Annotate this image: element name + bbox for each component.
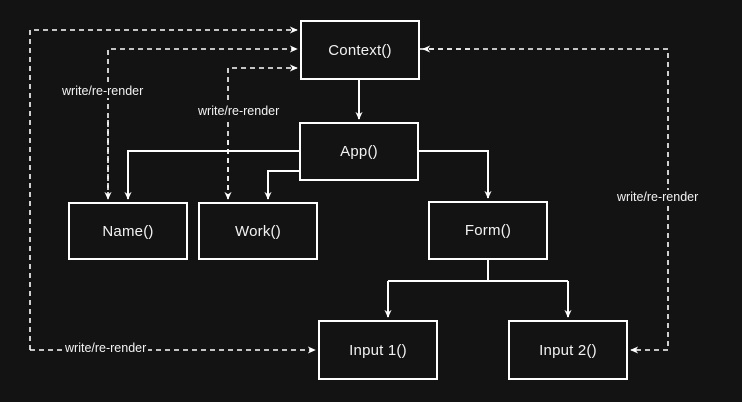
node-input1-label: Input 1() [349, 341, 407, 359]
edge-app-form [419, 150, 492, 199]
node-input2[interactable]: Input 2() [508, 320, 628, 380]
edge-label-input1-write: write/re-render [63, 341, 149, 355]
node-form[interactable]: Form() [428, 201, 548, 260]
node-context[interactable]: Context() [300, 20, 420, 80]
node-work-label: Work() [235, 222, 281, 240]
node-input1[interactable]: Input 1() [318, 320, 438, 380]
edge-label-input2-write: write/re-render [615, 190, 701, 204]
edge-label-work-write: write/re-render [196, 104, 282, 118]
node-app[interactable]: App() [299, 122, 419, 181]
edge-app-name [124, 150, 299, 200]
edge-work-context [227, 64, 298, 199]
edge-label-name-write: write/re-render [60, 84, 146, 98]
node-form-label: Form() [464, 222, 512, 239]
node-name-label: Name() [102, 222, 154, 240]
edge-input1-context [29, 26, 298, 350]
node-input2-label: Input 2() [539, 341, 597, 359]
node-app-label: App() [340, 143, 378, 160]
node-context-label: Context() [328, 41, 392, 59]
node-work[interactable]: Work() [198, 202, 318, 260]
edge-app-work [264, 170, 299, 200]
node-name[interactable]: Name() [68, 202, 188, 260]
